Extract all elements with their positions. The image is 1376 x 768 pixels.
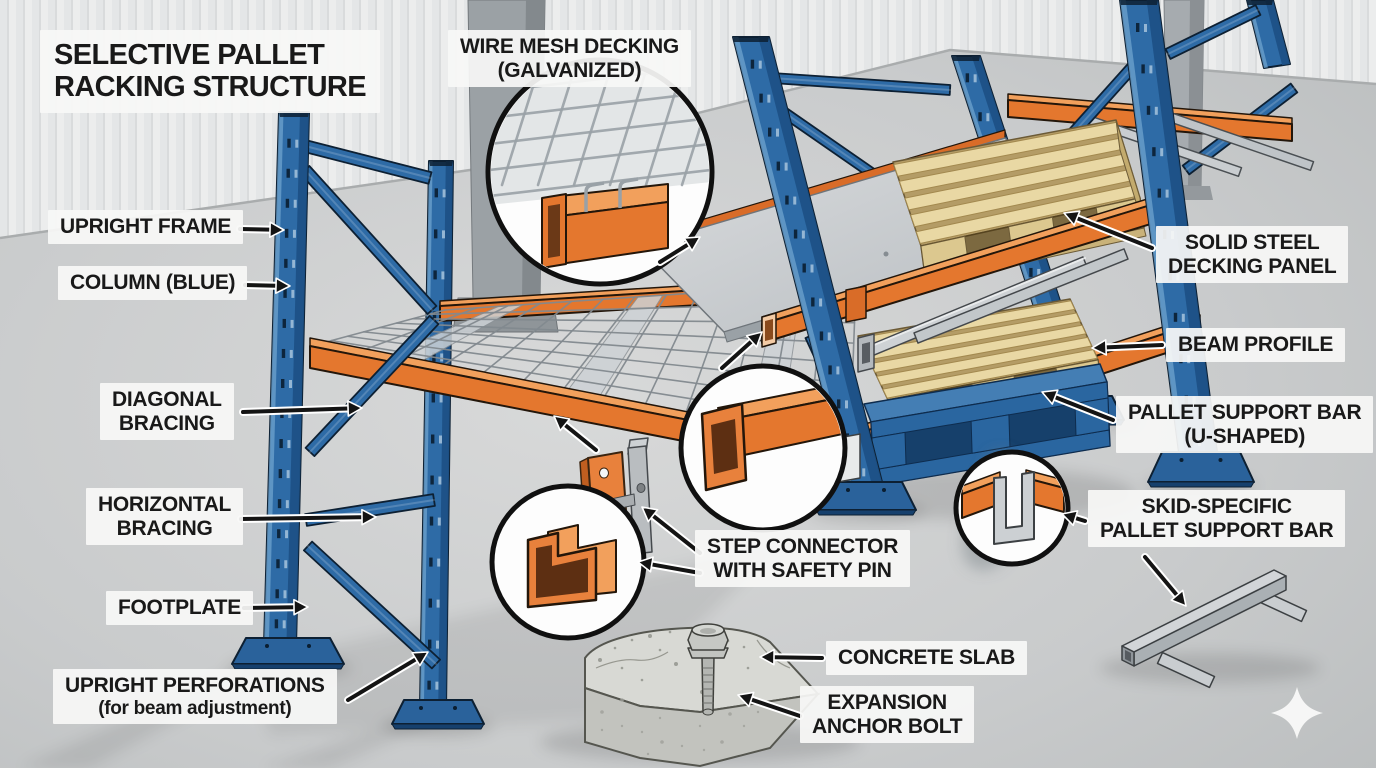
callout-step-beam-detail — [526, 524, 617, 609]
label-perforations-line2: (for beam adjustment) — [98, 697, 292, 719]
label-upright-perforations: UPRIGHT PERFORATIONS (for beam adjustmen… — [53, 669, 337, 724]
label-solid-steel-line2: DECKING PANEL — [1168, 254, 1337, 278]
label-anchor-line2: ANCHOR BOLT — [812, 714, 963, 738]
u-shaped-pallet-support-bars — [857, 248, 1129, 373]
upright-column — [263, 111, 310, 647]
label-column-blue-text: COLUMN (BLUE) — [70, 271, 236, 294]
label-diagonal-line2: BRACING — [118, 411, 215, 435]
label-solid-steel-line1: SOLID STEEL — [1185, 231, 1320, 254]
label-column-blue: COLUMN (BLUE) — [58, 266, 248, 300]
sparkle-icon — [1271, 687, 1323, 739]
label-wire-mesh-line1: WIRE MESH DECKING — [460, 35, 679, 58]
label-upright-frame-text: UPRIGHT FRAME — [60, 215, 232, 238]
label-horizontal-line2: BRACING — [116, 516, 213, 540]
label-concrete-slab: CONCRETE SLAB — [826, 641, 1027, 675]
label-step-connector: STEP CONNECTOR WITH SAFETY PIN — [695, 530, 911, 588]
label-wire-mesh-decking: WIRE MESH DECKING (GALVANIZED) — [448, 30, 691, 88]
label-concrete-text: CONCRETE SLAB — [838, 646, 1015, 669]
label-upright-frame: UPRIGHT FRAME — [48, 210, 244, 244]
label-expansion-anchor-bolt: EXPANSION ANCHOR BOLT — [800, 686, 975, 744]
label-solid-steel-decking-panel: SOLID STEEL DECKING PANEL — [1156, 226, 1349, 284]
label-skid-line2: PALLET SUPPORT BAR — [1100, 518, 1334, 542]
label-beam-profile-text: BEAM PROFILE — [1178, 333, 1334, 356]
label-horizontal-line1: HORIZONTAL — [98, 493, 232, 516]
label-step-line1: STEP CONNECTOR — [707, 535, 899, 558]
label-pallet-support-bar: PALLET SUPPORT BAR (U-SHAPED) — [1116, 396, 1374, 454]
expansion-anchor-bolt — [687, 623, 729, 716]
skid-specific-pallet-support-bar — [1121, 569, 1308, 689]
label-wire-mesh-line2: (GALVANIZED) — [497, 58, 642, 82]
diagram-title: SELECTIVE PALLET RACKING STRUCTURE — [40, 30, 381, 113]
callout-wire-mesh-detail — [491, 63, 709, 269]
callout-beam-profile-detail — [700, 383, 842, 492]
label-horizontal-bracing: HORIZONTAL BRACING — [86, 488, 244, 546]
upright-column — [732, 36, 885, 491]
label-footplate: FOOTPLATE — [106, 591, 253, 625]
callout-u-bar-detail — [961, 469, 1065, 545]
label-footplate-text: FOOTPLATE — [118, 596, 241, 619]
label-diagonal-line1: DIAGONAL — [112, 388, 222, 411]
label-pallet-support-line2: (U-SHAPED) — [1184, 424, 1306, 448]
diagram-title-line2: RACKING STRUCTURE — [54, 71, 367, 104]
label-diagonal-bracing: DIAGONAL BRACING — [100, 383, 234, 441]
label-step-line2: WITH SAFETY PIN — [713, 558, 892, 582]
concrete-slab-cutaway — [584, 626, 821, 768]
label-skid-specific-support-bar: SKID-SPECIFIC PALLET SUPPORT BAR — [1088, 490, 1346, 548]
label-anchor-line1: EXPANSION — [827, 691, 947, 714]
label-perforations-line1: UPRIGHT PERFORATIONS — [65, 674, 325, 697]
diagram-title-line1: SELECTIVE PALLET — [54, 39, 325, 71]
callout-arrows — [236, 210, 1187, 720]
label-beam-profile: BEAM PROFILE — [1166, 328, 1346, 362]
label-pallet-support-line1: PALLET SUPPORT BAR — [1128, 401, 1362, 424]
label-skid-line1: SKID-SPECIFIC — [1141, 495, 1292, 518]
